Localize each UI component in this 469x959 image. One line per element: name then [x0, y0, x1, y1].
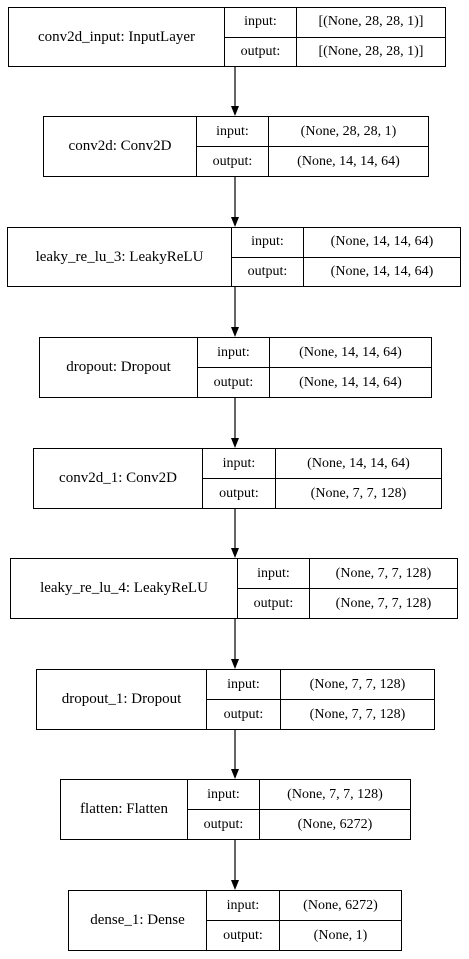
- input-shape: (None, 14, 14, 64): [307, 455, 410, 471]
- input-row: input: (None, 14, 14, 64): [232, 228, 460, 257]
- arrowhead-icon: [231, 327, 239, 337]
- output-row: output: (None, 1): [207, 920, 401, 950]
- arrowhead-icon: [231, 769, 239, 779]
- output-shape: (None, 7, 7, 128): [335, 595, 432, 611]
- input-row: input: (None, 14, 14, 64): [203, 449, 441, 478]
- output-shape: [(None, 28, 28, 1)]: [318, 43, 424, 59]
- layer-name: leaky_re_lu_4: LeakyReLU: [11, 559, 238, 618]
- output-shape: (None, 1): [313, 927, 368, 943]
- arrowhead-icon: [231, 880, 239, 890]
- input-shape: (None, 7, 7, 128): [335, 565, 432, 581]
- output-row: output: (None, 7, 7, 128): [203, 478, 441, 508]
- output-row: output: (None, 14, 14, 64): [232, 256, 460, 286]
- arrowhead-icon: [231, 548, 239, 558]
- input-label: input:: [198, 338, 270, 367]
- output-label: output:: [225, 37, 297, 66]
- output-shape: (None, 7, 7, 128): [310, 485, 407, 501]
- input-row: input: (None, 7, 7, 128): [238, 559, 457, 588]
- output-shape: (None, 6272): [297, 816, 373, 832]
- input-row: input: (None, 7, 7, 128): [207, 670, 434, 699]
- input-row: input: [(None, 28, 28, 1)]: [225, 8, 445, 37]
- output-row: output: (None, 7, 7, 128): [238, 588, 457, 618]
- output-label: output:: [207, 700, 281, 729]
- output-shape: (None, 7, 7, 128): [309, 706, 406, 722]
- input-row: input: (None, 7, 7, 128): [188, 780, 410, 809]
- output-label: output:: [188, 810, 260, 839]
- output-label: output:: [238, 589, 310, 618]
- output-row: output: (None, 14, 14, 64): [198, 367, 431, 397]
- output-label: output:: [197, 147, 269, 176]
- output-row: output: (None, 14, 14, 64): [197, 146, 428, 176]
- layer-name: conv2d_input: InputLayer: [9, 8, 225, 66]
- input-row: input: (None, 28, 28, 1): [197, 117, 428, 146]
- output-row: output: [(None, 28, 28, 1)]: [225, 36, 445, 66]
- input-shape: [(None, 28, 28, 1)]: [318, 14, 424, 30]
- input-shape: (None, 14, 14, 64): [299, 344, 402, 360]
- input-label: input:: [188, 780, 260, 809]
- layer-name: dropout_1: Dropout: [37, 670, 207, 729]
- input-label: input:: [197, 117, 269, 146]
- layer-name: leaky_re_lu_3: LeakyReLU: [8, 228, 232, 286]
- output-shape: (None, 14, 14, 64): [330, 263, 434, 279]
- arrowhead-icon: [231, 217, 239, 227]
- input-shape: (None, 6272): [303, 897, 378, 913]
- arrowhead-icon: [231, 438, 239, 448]
- input-shape: (None, 14, 14, 64): [330, 234, 434, 250]
- input-label: input:: [203, 449, 276, 478]
- input-shape: (None, 7, 7, 128): [309, 676, 406, 692]
- input-shape: (None, 28, 28, 1): [300, 123, 397, 139]
- layer-name: dropout: Dropout: [40, 338, 198, 397]
- layer-name: conv2d: Conv2D: [44, 117, 197, 176]
- output-label: output:: [232, 257, 304, 286]
- input-row: input: (None, 6272): [207, 891, 401, 920]
- input-label: input:: [207, 891, 280, 920]
- arrowhead-icon: [231, 659, 239, 669]
- output-label: output:: [207, 921, 280, 950]
- input-label: input:: [232, 228, 304, 257]
- layer-name: flatten: Flatten: [61, 780, 188, 839]
- layer-name: conv2d_1: Conv2D: [34, 449, 203, 508]
- output-row: output: (None, 6272): [188, 809, 410, 839]
- output-label: output:: [203, 479, 276, 508]
- arrowhead-icon: [231, 106, 239, 116]
- output-label: output:: [198, 368, 270, 397]
- input-row: input: (None, 14, 14, 64): [198, 338, 431, 367]
- output-shape: (None, 14, 14, 64): [297, 153, 400, 169]
- input-label: input:: [225, 8, 297, 37]
- input-shape: (None, 7, 7, 128): [287, 786, 383, 802]
- layer-name: dense_1: Dense: [69, 891, 207, 950]
- input-label: input:: [207, 670, 281, 699]
- input-label: input:: [238, 559, 310, 588]
- output-shape: (None, 14, 14, 64): [299, 374, 402, 390]
- output-row: output: (None, 7, 7, 128): [207, 699, 434, 729]
